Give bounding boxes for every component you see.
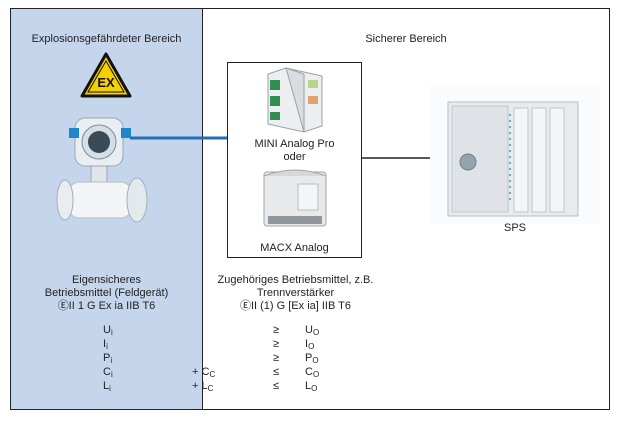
- comparison-operator: ≥: [273, 338, 280, 350]
- field-param: Ui: [103, 324, 113, 337]
- associated-param: UO: [305, 324, 320, 337]
- comparison-operator: ≥: [273, 324, 280, 336]
- safe-zone-title: Sicherer Bereich: [365, 33, 447, 45]
- comparison-operator: ≥: [273, 352, 280, 364]
- cable-param: + CC: [192, 366, 216, 379]
- plc-connection-line: [362, 157, 432, 159]
- field-device-line-2: Betriebsmittel (Feldgerät): [44, 287, 169, 299]
- field-param: Ci: [103, 366, 113, 379]
- macx-analog-label: MACX Analog: [260, 242, 329, 254]
- comparison-row: Pi ≥ PO: [0, 352, 630, 366]
- mini-analog-pro-image: [267, 67, 323, 133]
- associated-param: LO: [305, 380, 318, 393]
- field-param: Li: [103, 380, 111, 393]
- field-param: Pi: [103, 352, 113, 365]
- field-param: Ii: [103, 338, 108, 351]
- cable-param: + LC: [192, 380, 214, 393]
- associated-line-3: ⒺII (1) G [Ex ia] IIB T6: [239, 300, 352, 312]
- associated-param: IO: [305, 338, 315, 351]
- mini-analog-pro-label: MINI Analog Pro: [254, 138, 335, 150]
- associated-line-1: Zugehöriges Betriebsmittel, z.B.: [217, 274, 374, 286]
- plc-image: [430, 86, 600, 224]
- comparison-operator: ≤: [273, 380, 280, 392]
- hazardous-zone-title: Explosionsgefährdeter Bereich: [31, 33, 182, 45]
- comparison-row: Ui ≥ UO: [0, 324, 630, 338]
- associated-line-2: Trennverstärker: [256, 287, 335, 299]
- field-device-line-1: Eigensicheres: [71, 274, 142, 286]
- field-device-line-3: ⒺII 1 G Ex ia IIB T6: [57, 300, 156, 312]
- ex-warning-icon: [80, 52, 132, 98]
- comparison-row: Li + LC ≤ LO: [0, 380, 630, 394]
- macx-analog-image: [263, 169, 327, 227]
- diagram-frame: [10, 8, 610, 410]
- signal-line: [130, 136, 227, 140]
- ex-warning-text: EX: [97, 75, 115, 90]
- associated-param: CO: [305, 366, 320, 379]
- plc-label: SPS: [503, 222, 526, 234]
- comparison-row: Ci + CC ≤ CO: [0, 366, 630, 380]
- comparison-operator: ≤: [273, 366, 280, 378]
- field-device-image: [56, 117, 148, 223]
- associated-param: PO: [305, 352, 319, 365]
- oder-label: oder: [283, 151, 306, 163]
- zone-divider: [202, 8, 203, 410]
- comparison-row: Ii ≥ IO: [0, 338, 630, 352]
